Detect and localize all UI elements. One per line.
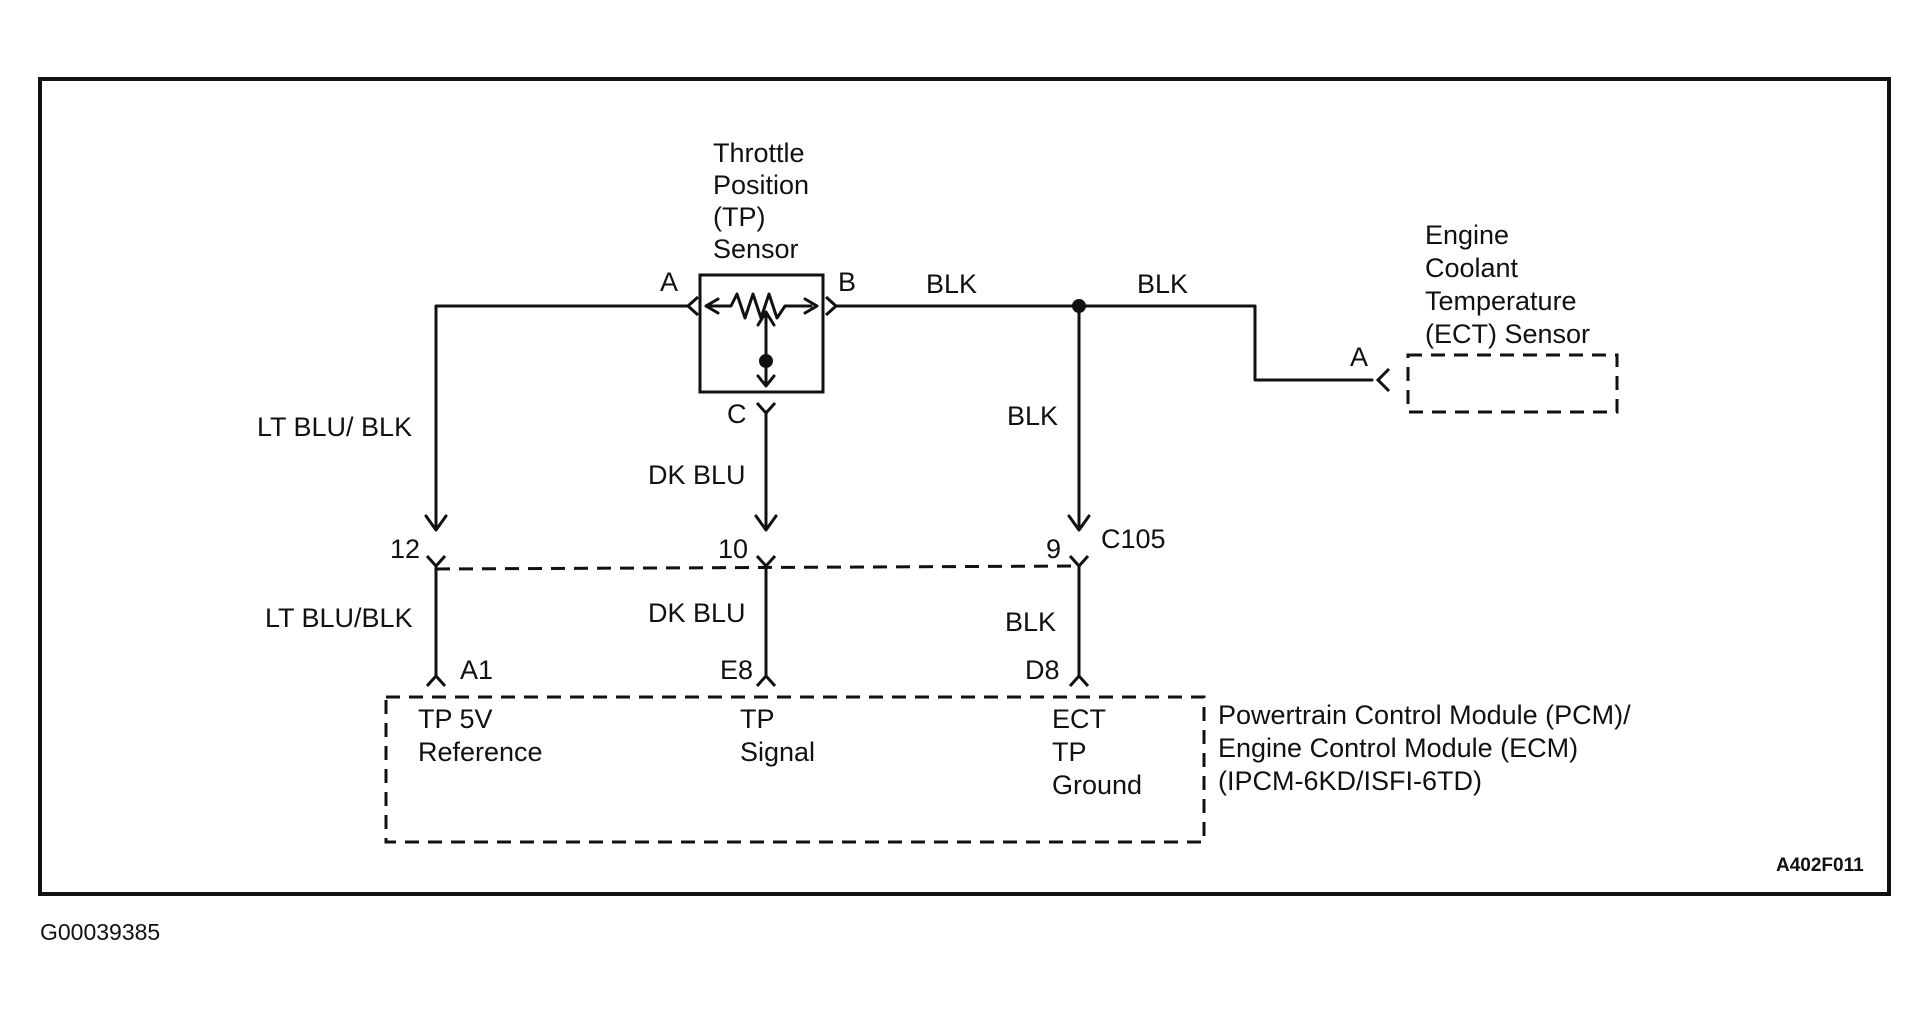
ect-title-2: Coolant: [1425, 253, 1519, 283]
ect-pin-a-label: A: [1350, 342, 1368, 372]
ect-title-4: (ECT) Sensor: [1425, 319, 1590, 349]
tp-sensor-title-1: Throttle: [713, 138, 805, 168]
resistor-symbol: [704, 292, 819, 320]
pcm-title-3: (IPCM-6KD/ISFI-6TD): [1218, 766, 1482, 796]
pcm-terminal-1-line-1: TP 5V: [418, 704, 493, 734]
wire-blk-top: [834, 304, 1374, 382]
pcm-pin-a1-label: A1: [460, 655, 493, 685]
pcm-pin-a1: [425, 673, 447, 688]
c105-pin-12-label: 12: [390, 534, 420, 564]
wire-label-lt-blu-blk-lower: LT BLU/BLK: [265, 603, 413, 633]
pcm-pin-d8-label: D8: [1025, 655, 1060, 685]
c105-pin-9-label: 9: [1046, 534, 1061, 564]
wire-lt-blu-blk-upper: [434, 304, 690, 529]
c105-name-label: C105: [1101, 524, 1166, 554]
pcm-title-2: Engine Control Module (ECM): [1218, 733, 1578, 763]
wire-label-dk-blu-lower: DK BLU: [648, 598, 746, 628]
tp-sensor-box: [698, 273, 825, 394]
pcm-terminal-3-line-3: Ground: [1052, 770, 1142, 800]
figure-code: A402F011: [1776, 855, 1864, 876]
ect-sensor-box: [1406, 353, 1619, 414]
wire-label-blk-top-right: BLK: [1137, 269, 1188, 299]
pcm-module-box: [384, 695, 1206, 844]
c105-pin-10-label: 10: [718, 534, 748, 564]
ect-title-3: Temperature: [1425, 286, 1577, 316]
wire-label-blk-vertical: BLK: [1007, 401, 1058, 431]
wiper-arrow: [756, 310, 776, 388]
wire-label-blk-lower: BLK: [1005, 607, 1056, 637]
tp-pin-c-label: C: [727, 399, 747, 429]
wiper-junction: [759, 354, 773, 368]
pcm-pin-e8: [755, 673, 777, 688]
arrow-dk-blu: [754, 514, 778, 532]
diagram-frame: [38, 77, 1891, 896]
tp-sensor-title-3: (TP): [713, 202, 765, 232]
c105-dashed-line: [435, 564, 1080, 571]
arrow-lt-blu-blk: [424, 514, 448, 532]
arrow-blk: [1067, 514, 1091, 532]
wire-label-lt-blu-blk-upper: LT BLU/ BLK: [257, 412, 412, 442]
pcm-terminal-2-line-2: Signal: [740, 737, 815, 767]
tp-pin-b-label: B: [838, 267, 856, 297]
pcm-terminal-3-line-1: ECT: [1052, 704, 1106, 734]
ect-title-1: Engine: [1425, 220, 1509, 250]
wire-label-dk-blu-upper: DK BLU: [648, 460, 746, 490]
tp-sensor-title-4: Sensor: [713, 234, 799, 264]
image-id: G00039385: [40, 919, 160, 945]
pcm-terminal-2-line-1: TP: [740, 704, 775, 734]
tp-pin-a-label: A: [660, 267, 678, 297]
pcm-pin-e8-label: E8: [720, 655, 753, 685]
pcm-terminal-1-line-2: Reference: [418, 737, 543, 767]
wire-label-blk-top-left: BLK: [926, 269, 977, 299]
pcm-title-1: Powertrain Control Module (PCM)/: [1218, 700, 1631, 730]
connector-c105: 12 10 9 C105: [390, 524, 1166, 571]
tp-sensor: Throttle Position (TP) Sensor A B C: [660, 138, 856, 429]
ect-sensor: Engine Coolant Temperature (ECT) Sensor …: [1350, 220, 1619, 414]
pcm-terminal-3-line-2: TP: [1052, 737, 1087, 767]
pcm-pin-d8: [1068, 673, 1090, 688]
pcm-module: A1 E8 D8 TP 5V Reference TP Signal ECT T…: [384, 655, 1631, 844]
ect-pin-a-connector: [1375, 367, 1391, 393]
tp-sensor-title-2: Position: [713, 170, 809, 200]
